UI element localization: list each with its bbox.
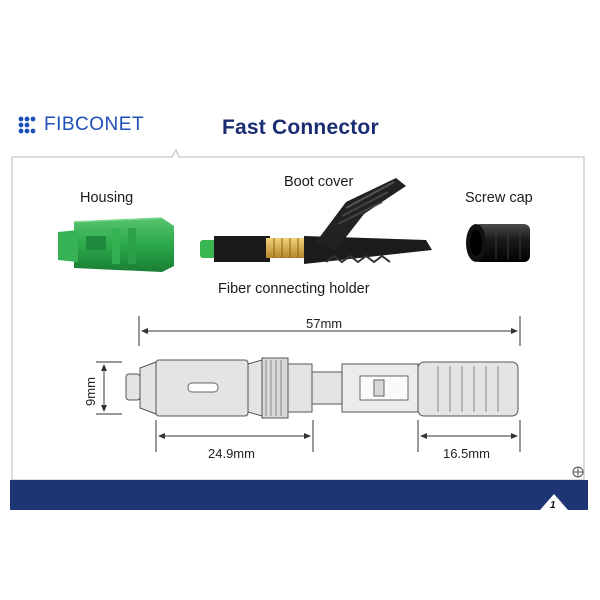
boot-cover-label: Boot cover — [284, 174, 354, 190]
logo-text: FIBCONET — [44, 114, 145, 135]
screw-cap-label: Screw cap — [465, 190, 533, 206]
footer-band — [10, 480, 588, 510]
housing-image — [58, 217, 174, 272]
height-label: 9mm — [82, 377, 98, 406]
fiber-holder-label: Fiber connecting holder — [218, 281, 370, 297]
page-tab-icon — [540, 494, 568, 510]
page-number: 1 — [550, 500, 556, 511]
cap-length-label: 16.5mm — [443, 446, 490, 461]
boot-cover-holder-image — [200, 178, 432, 264]
body-length-label: 24.9mm — [208, 446, 255, 461]
housing-label: Housing — [80, 190, 134, 206]
page-title: Fast Connector — [222, 116, 379, 139]
total-length-label: 57mm — [306, 316, 343, 331]
screw-cap-image — [466, 224, 530, 262]
fibconet-logo-icon — [18, 116, 36, 134]
